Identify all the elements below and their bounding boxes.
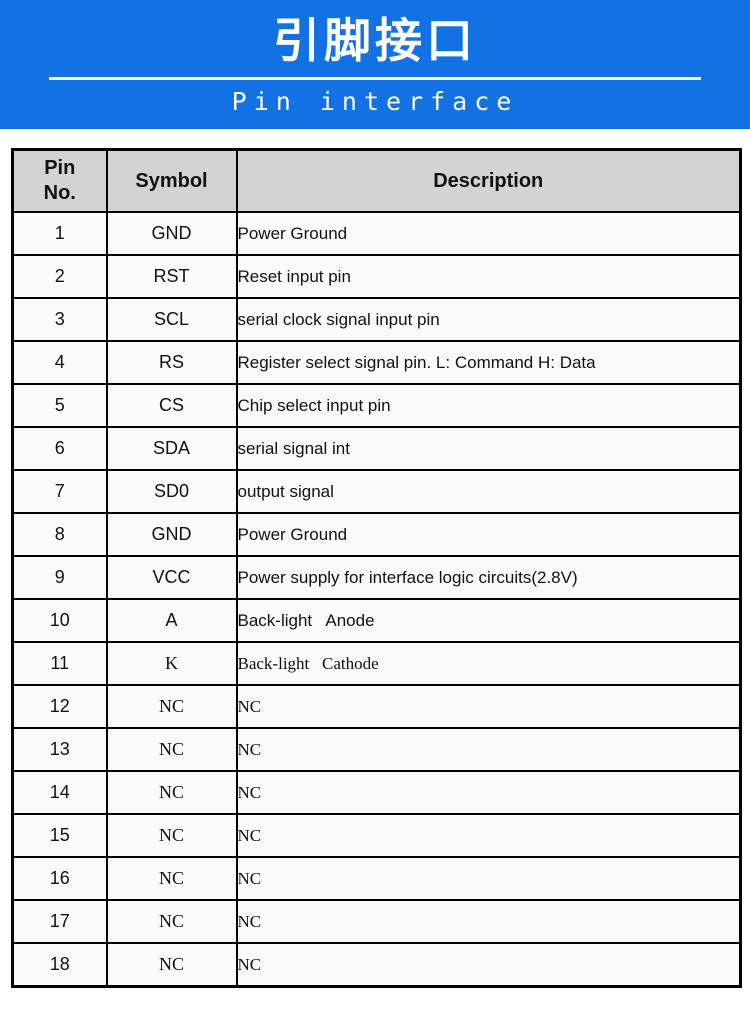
symbol-cell: SCL [105,297,238,342]
description-cell: NC [235,813,742,858]
description-cell: NC [235,942,742,988]
symbol-cell: RST [105,254,238,299]
description-cell: NC [235,899,742,944]
symbol-cell: SD0 [105,469,238,514]
symbol-cell: VCC [105,555,238,600]
banner: 引脚接口 Pin interface [0,0,750,129]
symbol-cell: NC [105,942,238,988]
pin-no-cell: 9 [11,555,108,600]
symbol-cell: CS [105,383,238,428]
symbol-cell: RS [105,340,238,385]
pin-no-cell: 17 [11,899,108,944]
symbol-cell: NC [105,856,238,901]
pin-no-cell: 8 [11,512,108,557]
table-row: 18 NC NC [11,942,742,988]
symbol-cell: K [105,641,238,686]
table-row: 13 NC NC [11,727,742,772]
pin-interface-table: Pin No. Symbol Description 1 GND Power G… [11,148,742,988]
pin-no-cell: 16 [11,856,108,901]
description-cell: Back-light Anode [235,598,742,643]
symbol-cell: GND [105,512,238,557]
symbol-cell: A [105,598,238,643]
pin-no-cell: 13 [11,727,108,772]
description-cell: Reset input pin [235,254,742,299]
description-cell: Power Ground [235,512,742,557]
pin-no-cell: 5 [11,383,108,428]
pin-no-cell: 6 [11,426,108,471]
symbol-cell: NC [105,899,238,944]
table-row: 17 NC NC [11,899,742,944]
table-row: 6 SDA serial signal int [11,426,742,471]
column-header-symbol: Symbol [105,148,238,213]
column-header-pin-no: Pin No. [11,148,108,213]
pin-no-cell: 4 [11,340,108,385]
description-cell: NC [235,684,742,729]
table-row: 10 A Back-light Anode [11,598,742,643]
description-cell: Power Ground [235,211,742,256]
symbol-cell: NC [105,813,238,858]
table-row: 8 GND Power Ground [11,512,742,557]
banner-divider-line [49,77,701,80]
pin-no-cell: 3 [11,297,108,342]
description-cell: serial signal int [235,426,742,471]
table-body: 1 GND Power Ground 2 RST Reset input pin… [11,211,742,988]
table-row: 4 RS Register select signal pin. L: Comm… [11,340,742,385]
pin-no-cell: 1 [11,211,108,256]
table-row: 12 NC NC [11,684,742,729]
pin-no-cell: 18 [11,942,108,988]
description-cell: Chip select input pin [235,383,742,428]
description-cell: serial clock signal input pin [235,297,742,342]
symbol-cell: SDA [105,426,238,471]
description-cell: Register select signal pin. L: Command H… [235,340,742,385]
pin-no-cell: 12 [11,684,108,729]
symbol-cell: GND [105,211,238,256]
table-row: 9 VCC Power supply for interface logic c… [11,555,742,600]
table-row: 3 SCL serial clock signal input pin [11,297,742,342]
table-row: 16 NC NC [11,856,742,901]
pin-no-cell: 14 [11,770,108,815]
page-title-english: Pin interface [231,87,519,116]
description-cell: NC [235,727,742,772]
pin-no-cell: 11 [11,641,108,686]
symbol-cell: NC [105,770,238,815]
pin-no-cell: 2 [11,254,108,299]
description-cell: Back-light Cathode [235,641,742,686]
pin-no-cell: 15 [11,813,108,858]
description-cell: Power supply for interface logic circuit… [235,555,742,600]
table-row: 2 RST Reset input pin [11,254,742,299]
table-row: 7 SD0 output signal [11,469,742,514]
table-row: 1 GND Power Ground [11,211,742,256]
description-cell: NC [235,770,742,815]
table-row: 5 CS Chip select input pin [11,383,742,428]
description-cell: output signal [235,469,742,514]
pin-no-cell: 7 [11,469,108,514]
table-header-row: Pin No. Symbol Description [11,148,742,213]
description-cell: NC [235,856,742,901]
page-title-chinese: 引脚接口 [273,14,477,67]
table-row: 15 NC NC [11,813,742,858]
table-row: 11 K Back-light Cathode [11,641,742,686]
table-row: 14 NC NC [11,770,742,815]
symbol-cell: NC [105,684,238,729]
symbol-cell: NC [105,727,238,772]
pin-no-cell: 10 [11,598,108,643]
column-header-description: Description [235,148,742,213]
